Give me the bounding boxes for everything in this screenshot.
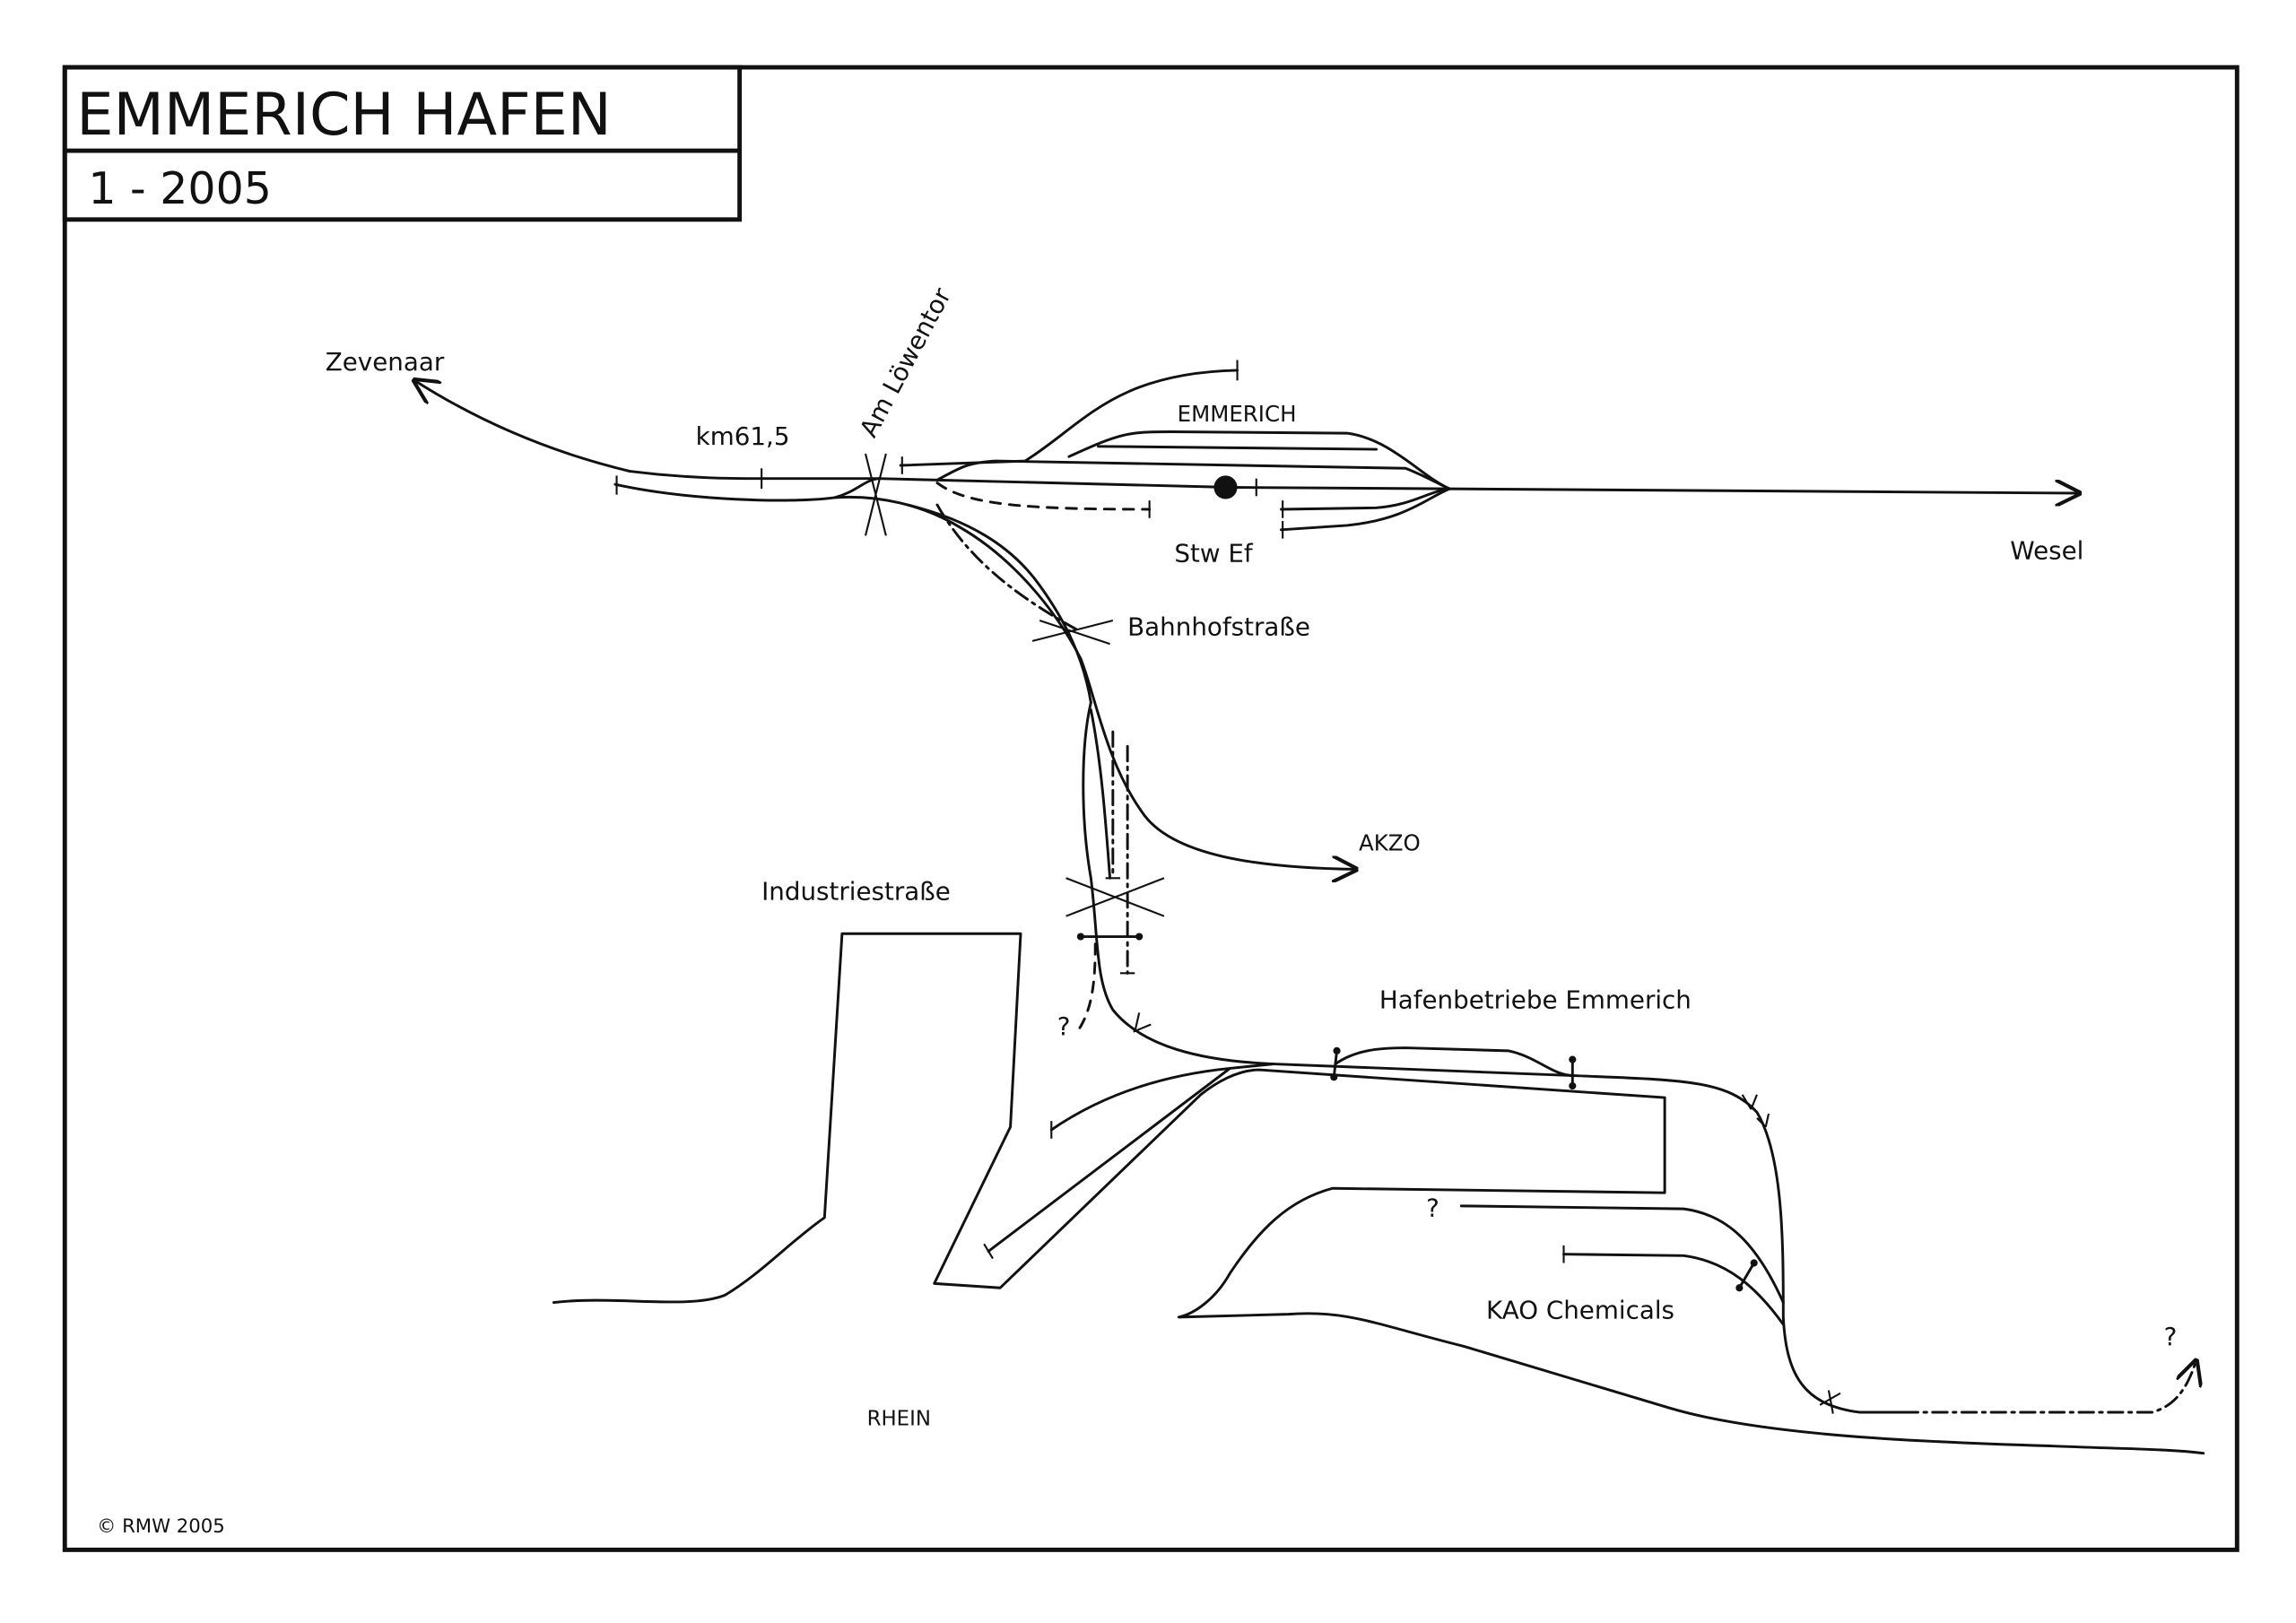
title-box: EMMERICH HAFEN 1 - 2005 <box>62 65 743 222</box>
label-am-loewentor: Am Löwentor <box>854 282 957 442</box>
crossing-am-loewentor <box>864 453 887 536</box>
label-emmerich: EMMERICH <box>1178 401 1297 427</box>
label-akzo: AKZO <box>1359 829 1421 855</box>
label-kao-chemicals: KAO Chemicals <box>1486 1296 1674 1325</box>
label-wesel: Wesel <box>2010 535 2083 565</box>
main-line <box>414 360 2079 539</box>
page-frame <box>62 65 2239 1552</box>
label-zevenaar: Zevenaar <box>326 347 445 377</box>
label-stw: Stw Ef <box>1174 539 1254 568</box>
signal <box>1569 1055 1577 1090</box>
signal-box-dot <box>1213 475 1238 499</box>
shoreline <box>552 932 2205 1455</box>
label-rhein: RHEIN <box>867 1408 931 1431</box>
label-unknown: ? <box>1426 1193 1439 1222</box>
diagram-title: EMMERICH HAFEN <box>76 81 611 149</box>
label-bahnhofstrasse: Bahnhofstraße <box>1127 612 1310 641</box>
signal <box>1735 1259 1758 1292</box>
diagram-date: 1 - 2005 <box>88 163 272 214</box>
label-unknown: ? <box>1057 1011 1071 1041</box>
harbour-tracks <box>983 1046 1785 1326</box>
crossing-industriestrasse <box>1065 877 1165 917</box>
harbour-branch <box>833 495 2196 1414</box>
copyright: © RMW 2005 <box>97 1515 225 1538</box>
crossing-bahnhofstrasse <box>1031 619 1114 646</box>
label-unknown: ? <box>2164 1322 2178 1351</box>
label-hafenbetriebe: Hafenbetriebe Emmerich <box>1379 985 1692 1015</box>
label-industriestrasse: Industriestraße <box>761 877 951 907</box>
signal <box>1076 933 1144 941</box>
label-km: km61,5 <box>696 421 790 451</box>
